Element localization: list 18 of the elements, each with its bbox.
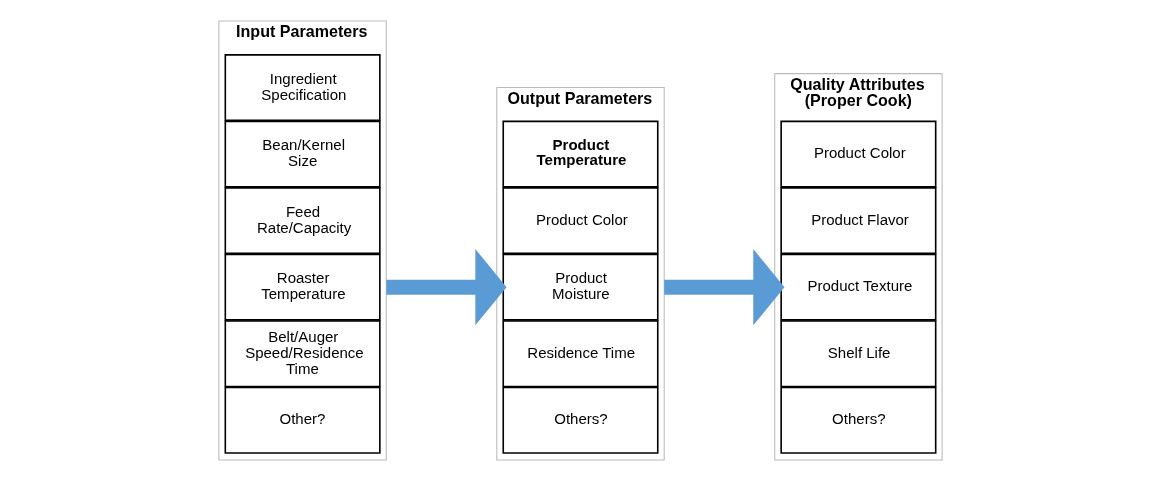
node-box: Product Flavor — [780, 187, 937, 255]
node-box: Other? — [224, 386, 381, 454]
node-box: Feed Rate/Capacity — [224, 187, 381, 255]
node-box: Product Color — [502, 187, 659, 255]
node-box: Others? — [502, 386, 659, 454]
node-box: Product Moisture — [502, 253, 659, 321]
node-box: Product Color — [780, 120, 937, 188]
node-box: Residence Time — [502, 320, 659, 388]
node-box: Shelf Life — [780, 320, 937, 388]
arrow — [664, 249, 785, 326]
node-box: Product Texture — [780, 253, 937, 321]
node-box: Roaster Temperature — [224, 253, 381, 321]
node-box: Others? — [780, 386, 937, 454]
node-box: Product Temperature — [502, 120, 659, 188]
node-box: Bean/Kernel Size — [224, 120, 381, 188]
node-box: Ingredient Specification — [224, 54, 381, 122]
arrow — [386, 249, 507, 326]
node-box: Belt/Auger Speed/Residence Time — [224, 320, 381, 388]
